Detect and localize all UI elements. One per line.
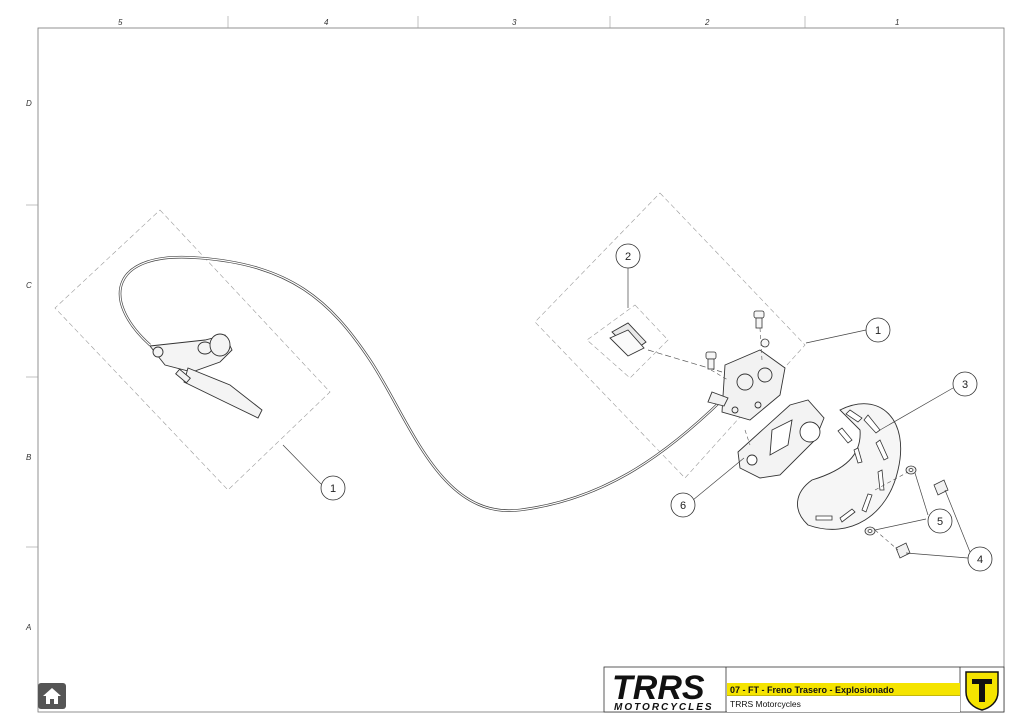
callout-2-pads: 2: [625, 251, 631, 263]
washers: [864, 465, 917, 536]
zone-row-a: A: [25, 623, 31, 632]
zone-col-3: 3: [512, 18, 517, 27]
zone-ticks-top: [26, 16, 806, 548]
logo-subtext: MOTORCYCLES: [614, 702, 714, 713]
callout-6-bracket: 6: [680, 500, 686, 512]
callout-1-caliper: 1: [875, 325, 881, 337]
zone-col-1: 1: [895, 18, 899, 27]
pad-group-box: [586, 304, 669, 379]
company-name: TRRS Motorcycles: [730, 699, 801, 709]
zone-row-c: C: [26, 281, 32, 290]
drawing-title: 07 - FT - Freno Trasero - Explosionado: [730, 685, 895, 695]
bracket-axis: [744, 429, 751, 446]
bolt-axis-2: [710, 369, 729, 381]
trrs-emblem-icon: [965, 671, 999, 711]
logo-text: TRRS: [612, 669, 705, 707]
lever-group-box: [54, 209, 331, 491]
brake-disc: [797, 403, 902, 530]
callout-4-screws: 4: [977, 554, 983, 566]
zone-col-4: 4: [324, 18, 329, 27]
brake-hose-inner: [119, 256, 723, 512]
caliper-group-box: [534, 192, 806, 479]
home-button[interactable]: [38, 683, 66, 709]
zone-row-d: D: [26, 99, 32, 108]
leader-lines: [282, 268, 971, 559]
callout-1-lever: 1: [330, 483, 336, 495]
callout-5-washers: 5: [937, 516, 943, 528]
zone-col-2: 2: [704, 18, 710, 27]
screw-axis-1: [874, 471, 909, 491]
bolt-axis-1: [759, 327, 763, 361]
caliper-bolts: [705, 310, 770, 370]
title-block: TRRS MOTORCYCLES 07 - FT - Freno Trasero…: [603, 666, 1005, 713]
screw-axis-2: [874, 529, 899, 551]
brake-pads: [609, 322, 647, 357]
zone-col-5: 5: [118, 18, 123, 27]
sheet-border: [37, 27, 1005, 713]
callout-circles: [320, 243, 993, 572]
zone-row-b: B: [26, 453, 32, 462]
disc-screws: [895, 479, 949, 559]
home-icon: [43, 688, 61, 704]
callout-3-disc: 3: [962, 379, 968, 391]
brake-caliper: [707, 349, 786, 421]
title-accent-bar: [727, 683, 960, 696]
caliper-bracket: [737, 399, 825, 479]
brake-lever: [149, 333, 263, 419]
